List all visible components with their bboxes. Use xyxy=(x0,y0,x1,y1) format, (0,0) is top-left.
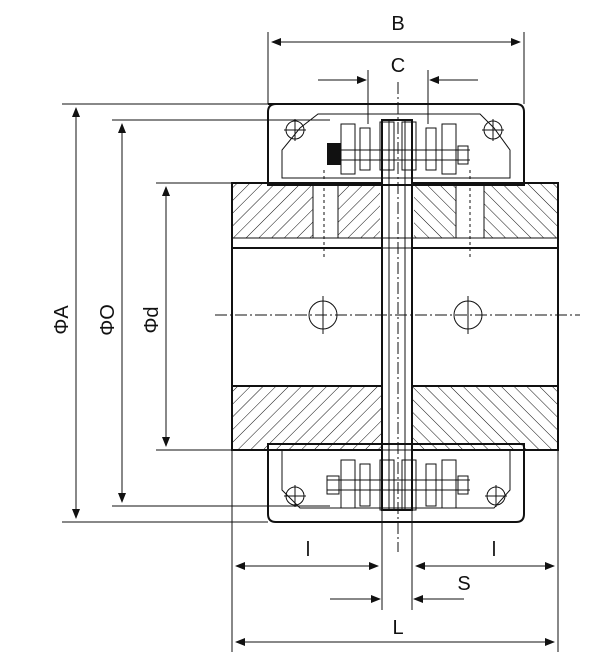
hatched-section-tl xyxy=(233,184,313,238)
dimension-phi-A: ΦA xyxy=(51,103,268,523)
label-S: S xyxy=(457,573,470,595)
center-lines xyxy=(215,82,580,552)
dimension-l-left: l xyxy=(231,450,383,652)
nut-black xyxy=(327,143,341,165)
dimension-L: L xyxy=(235,617,555,646)
label-phi-O: ΦO xyxy=(97,304,119,336)
label-phi-A: ΦA xyxy=(51,305,73,335)
hatched-section-tc2 xyxy=(414,184,456,238)
hub-bodies xyxy=(231,170,559,451)
dimension-phi-O: ΦO xyxy=(97,119,330,507)
hatched-section-tc xyxy=(338,184,380,238)
label-L: L xyxy=(392,617,403,639)
label-B: B xyxy=(391,13,404,35)
label-phi-d: Φd xyxy=(141,306,163,333)
dimension-phi-d: Φd xyxy=(141,182,232,451)
hatched-section-bl xyxy=(233,387,381,449)
label-l-right: l xyxy=(492,539,496,561)
dimension-C: C xyxy=(318,55,478,124)
dimension-S: S xyxy=(330,573,471,603)
label-C: C xyxy=(391,55,405,77)
flange-housing xyxy=(267,103,525,523)
hatched-section-tr xyxy=(484,184,557,238)
hatched-section-br xyxy=(413,387,557,449)
dimension-B: B xyxy=(267,13,525,104)
label-l-left: l xyxy=(306,539,310,561)
dimension-l-right: l xyxy=(411,450,559,652)
